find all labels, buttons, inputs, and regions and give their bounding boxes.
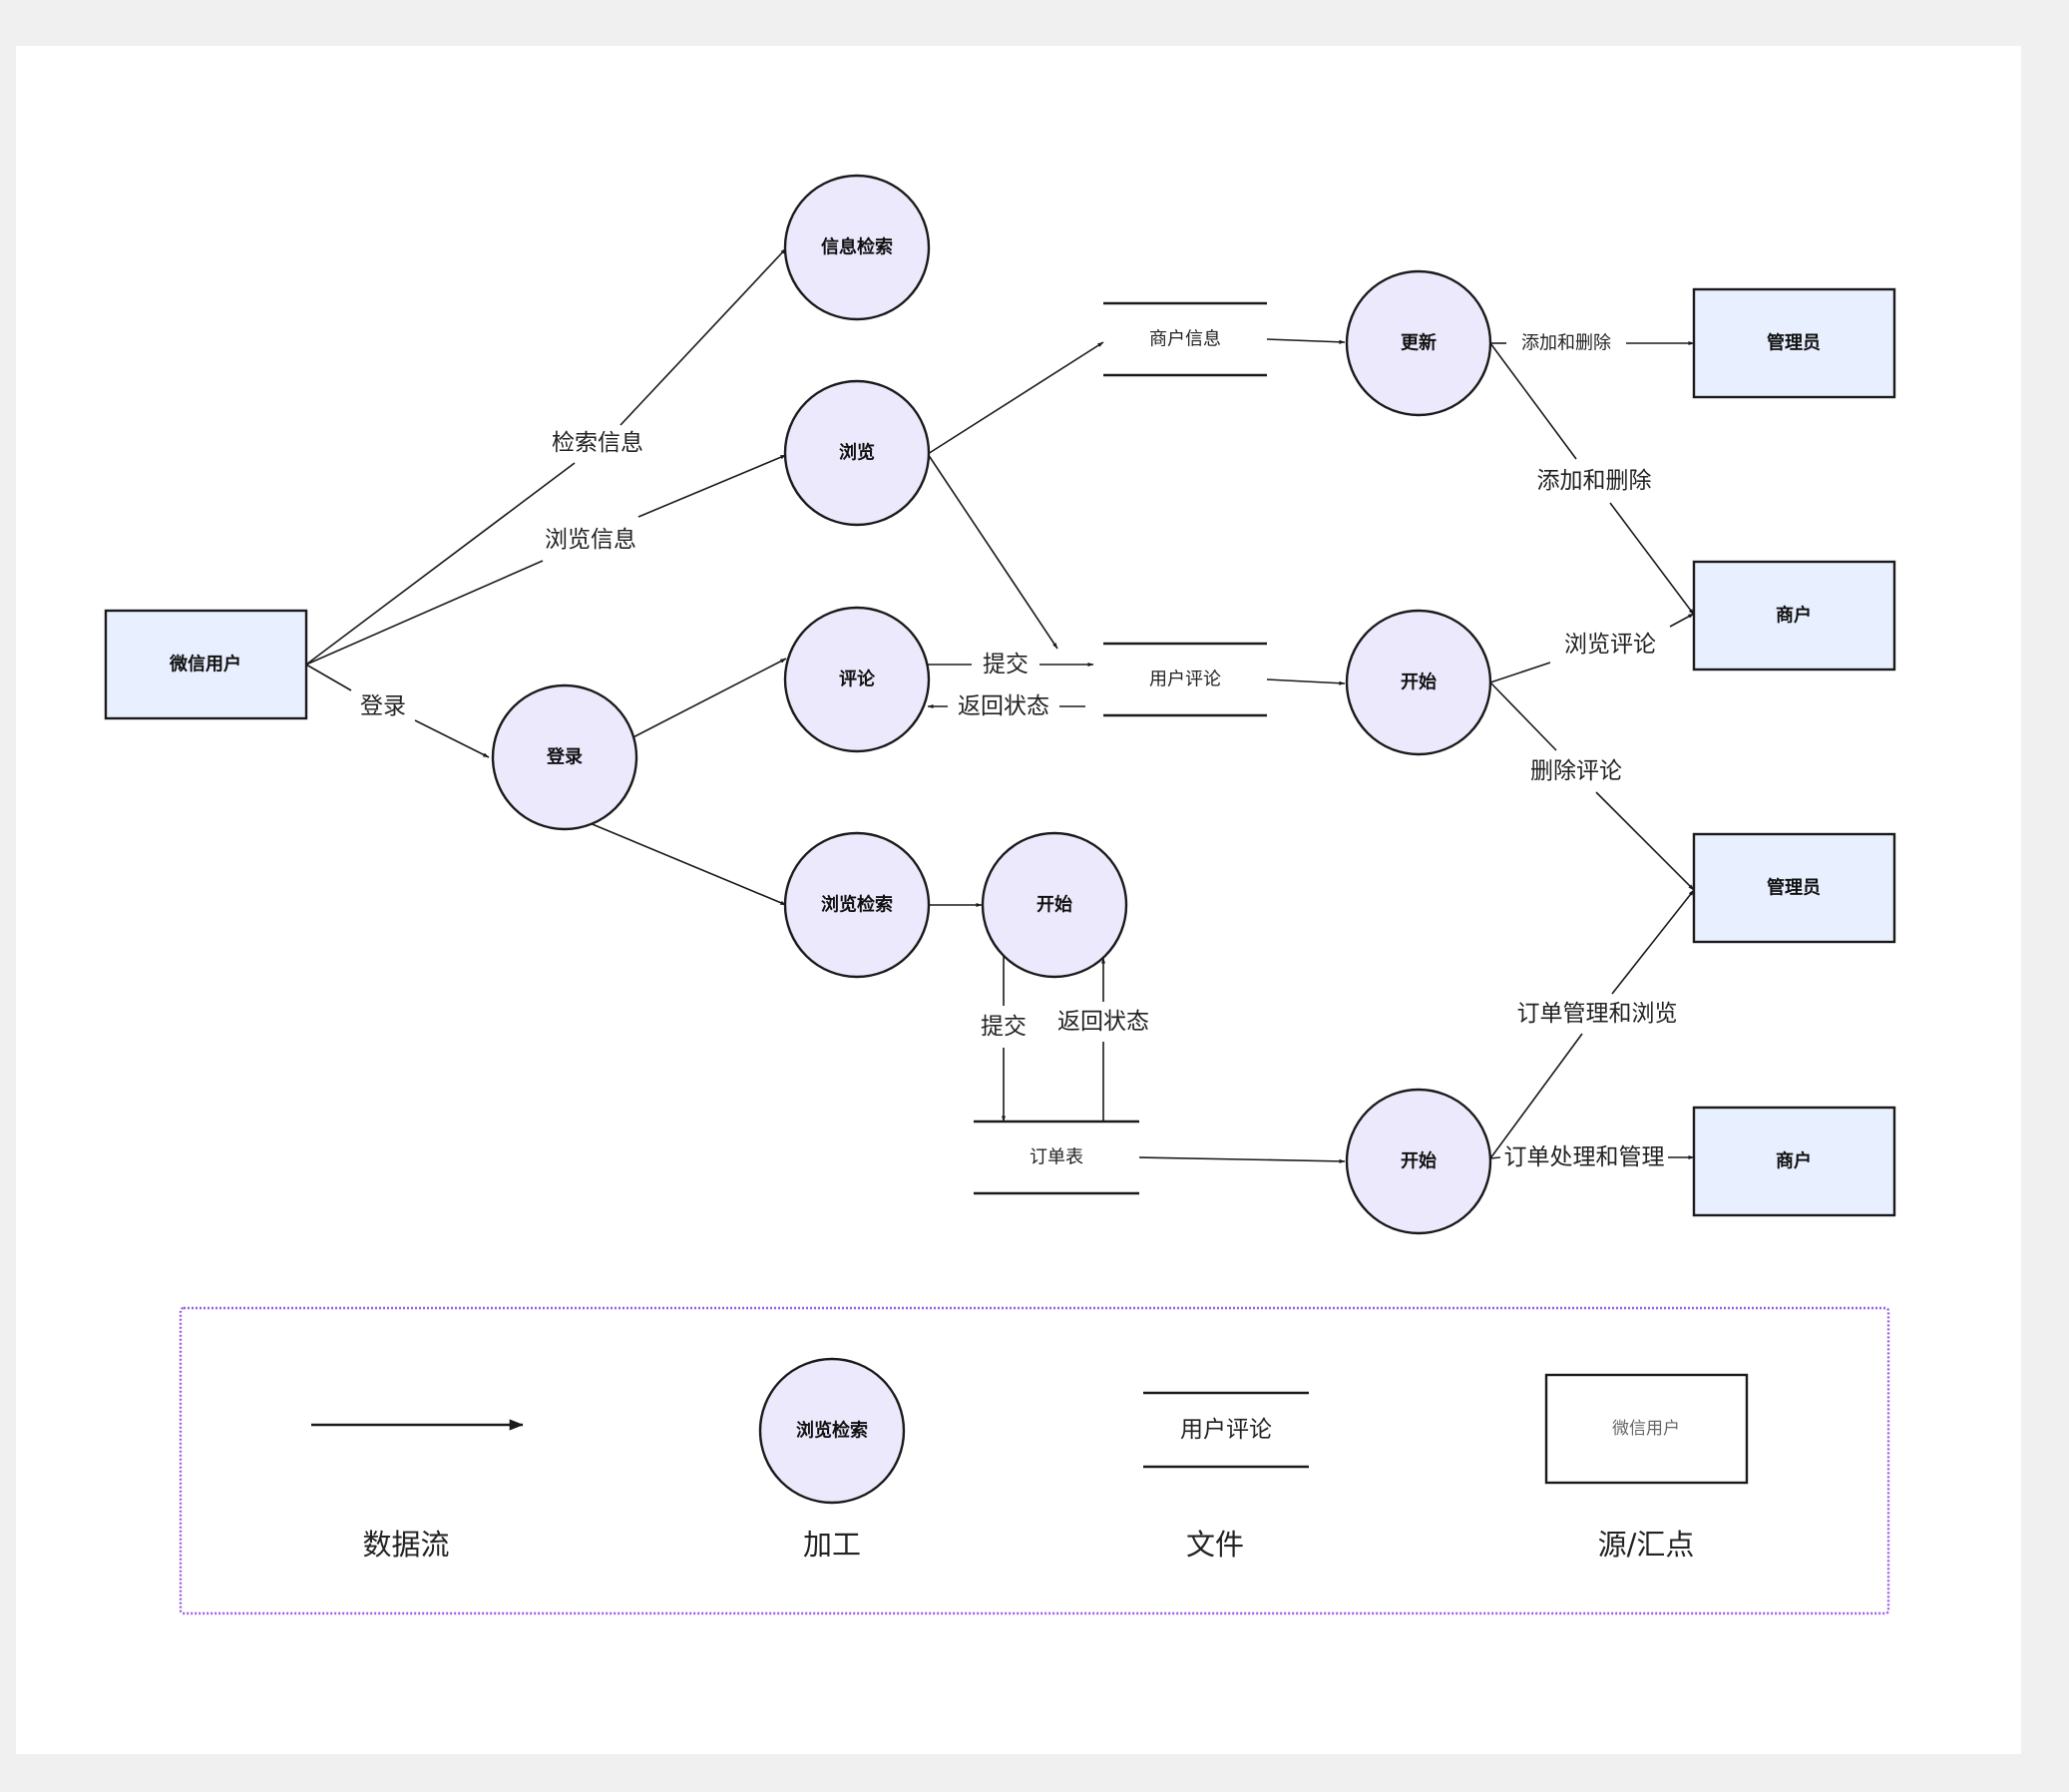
label-add-delete-1: 添加和删除 bbox=[1521, 333, 1611, 354]
store-user-comment-label: 用户评论 bbox=[1149, 670, 1221, 690]
flow-login-browse-search bbox=[582, 819, 787, 906]
legend-file-caption: 文件 bbox=[1186, 1528, 1244, 1562]
flow-browse-comment-a bbox=[1489, 662, 1551, 683]
label-add-delete-2: 添加和删除 bbox=[1537, 468, 1652, 494]
flow-delete-comment-b bbox=[1595, 791, 1695, 891]
flow-order-table-start bbox=[1138, 1156, 1346, 1163]
store-merchant-info-label: 商户信息 bbox=[1149, 329, 1221, 350]
diagram-canvas: 检索信息 浏览信息 登录 提交 返回状态 提交 返回状态 添加和删除 添加和删除… bbox=[16, 46, 2021, 1754]
entity-admin-1[interactable] bbox=[1692, 287, 1896, 399]
process-comment-label: 评论 bbox=[839, 669, 876, 690]
data-stores bbox=[974, 301, 1267, 1195]
process-browse[interactable] bbox=[783, 379, 931, 527]
process-labels: 信息检索 浏览 评论 登录 浏览检索 开始 更新 开始 开始 bbox=[546, 236, 1437, 1172]
store-user-comment[interactable] bbox=[1103, 642, 1267, 717]
flow-lines bbox=[305, 247, 1695, 1163]
entity-admin-1-label: 管理员 bbox=[1767, 332, 1821, 354]
entities: 微信用户 管理员 商户 管理员 商户 bbox=[104, 287, 1896, 1217]
process-start-order[interactable] bbox=[981, 831, 1128, 979]
flow-merchant-info-update bbox=[1266, 338, 1346, 344]
store-order-table-label: 订单表 bbox=[1030, 1147, 1083, 1168]
label-order-process-mgmt: 订单处理和管理 bbox=[1504, 1144, 1665, 1170]
flow-search-info bbox=[305, 462, 576, 666]
process-start-order-label: 开始 bbox=[1036, 894, 1072, 916]
label-return-status-1: 返回状态 bbox=[958, 693, 1049, 719]
legend-source-sink-caption: 源/汇点 bbox=[1598, 1528, 1695, 1562]
flow-browse-comment-b bbox=[1669, 613, 1695, 628]
label-submit-1: 提交 bbox=[983, 652, 1029, 677]
process-browse-search[interactable] bbox=[783, 831, 931, 979]
flow-browse-merchant-info bbox=[927, 341, 1104, 455]
process-start-comment-label: 开始 bbox=[1401, 672, 1437, 693]
flow-order-mgmt-a bbox=[1489, 1033, 1583, 1159]
process-browse-search-label: 浏览检索 bbox=[821, 894, 893, 916]
label-search-info: 检索信息 bbox=[552, 430, 643, 456]
store-merchant-info[interactable] bbox=[1103, 301, 1267, 377]
flow-login-comment bbox=[619, 658, 787, 745]
entity-merchant-2[interactable] bbox=[1692, 1106, 1896, 1217]
label-submit-2: 提交 bbox=[981, 1014, 1027, 1040]
process-update-label: 更新 bbox=[1401, 332, 1437, 354]
legend-data-flow-caption: 数据流 bbox=[362, 1528, 449, 1562]
process-start-comment[interactable] bbox=[1345, 609, 1492, 756]
label-login: 登录 bbox=[360, 693, 406, 719]
legend-entity-sample: 微信用户 bbox=[1612, 1419, 1680, 1439]
store-order-table[interactable] bbox=[974, 1120, 1139, 1195]
entity-merchant-2-label: 商户 bbox=[1776, 1150, 1812, 1172]
entity-wechat-user[interactable] bbox=[104, 609, 308, 720]
label-browse-comment: 浏览评论 bbox=[1564, 632, 1656, 658]
process-browse-label: 浏览 bbox=[839, 442, 875, 464]
legend: 浏览检索 用户评论 微信用户 数据流 加工 文件 源/汇点 bbox=[179, 1306, 1890, 1615]
flow-browse-user-comment bbox=[927, 453, 1058, 650]
process-info-search-label: 信息检索 bbox=[821, 236, 893, 258]
flow-delete-comment-a bbox=[1489, 681, 1557, 751]
process-info-search[interactable] bbox=[783, 174, 931, 321]
flow-labels: 检索信息 浏览信息 登录 提交 返回状态 提交 返回状态 添加和删除 添加和删除… bbox=[360, 333, 1678, 1171]
flow-login-b bbox=[414, 719, 490, 758]
process-login-label: 登录 bbox=[546, 746, 583, 768]
flow-order-process-a bbox=[1489, 1156, 1501, 1159]
entity-merchant-1[interactable] bbox=[1692, 560, 1896, 672]
flow-add-delete-2b bbox=[1609, 502, 1695, 616]
process-comment[interactable] bbox=[783, 606, 931, 753]
label-browse-info: 浏览信息 bbox=[545, 527, 636, 553]
legend-border bbox=[179, 1306, 1890, 1615]
legend-process-circle bbox=[758, 1357, 906, 1505]
entity-admin-2-label: 管理员 bbox=[1767, 877, 1821, 899]
legend-process-caption: 加工 bbox=[803, 1528, 861, 1562]
data-flow-diagram: 检索信息 浏览信息 登录 提交 返回状态 提交 返回状态 添加和删除 添加和删除… bbox=[104, 174, 1896, 1615]
legend-process-sample: 浏览检索 bbox=[796, 1420, 868, 1442]
entity-wechat-user-label: 微信用户 bbox=[169, 654, 241, 675]
process-update[interactable] bbox=[1345, 269, 1492, 417]
label-order-mgmt-browse: 订单管理和浏览 bbox=[1517, 1001, 1678, 1027]
flow-add-delete-2a bbox=[1489, 342, 1577, 460]
flow-order-mgmt-b bbox=[1611, 889, 1695, 995]
flow-login-a bbox=[305, 664, 352, 691]
flow-browse-info bbox=[305, 560, 544, 666]
process-login[interactable] bbox=[491, 683, 638, 831]
store-labels: 商户信息 用户评论 订单表 bbox=[1030, 329, 1221, 1168]
flow-search-info-2 bbox=[620, 247, 787, 426]
entity-merchant-1-label: 商户 bbox=[1776, 605, 1812, 627]
flow-browse-info-2 bbox=[637, 454, 787, 518]
process-start-order-mgmt-label: 开始 bbox=[1401, 1150, 1437, 1172]
process-start-order-mgmt[interactable] bbox=[1345, 1088, 1492, 1235]
label-delete-comment: 删除评论 bbox=[1530, 758, 1622, 784]
label-return-status-2: 返回状态 bbox=[1057, 1009, 1149, 1035]
flow-user-comment-start bbox=[1266, 678, 1346, 685]
legend-entity-box bbox=[1544, 1373, 1749, 1485]
entity-admin-2[interactable] bbox=[1692, 832, 1896, 944]
legend-store-sample: 用户评论 bbox=[1180, 1417, 1272, 1443]
processes bbox=[491, 174, 1492, 1235]
